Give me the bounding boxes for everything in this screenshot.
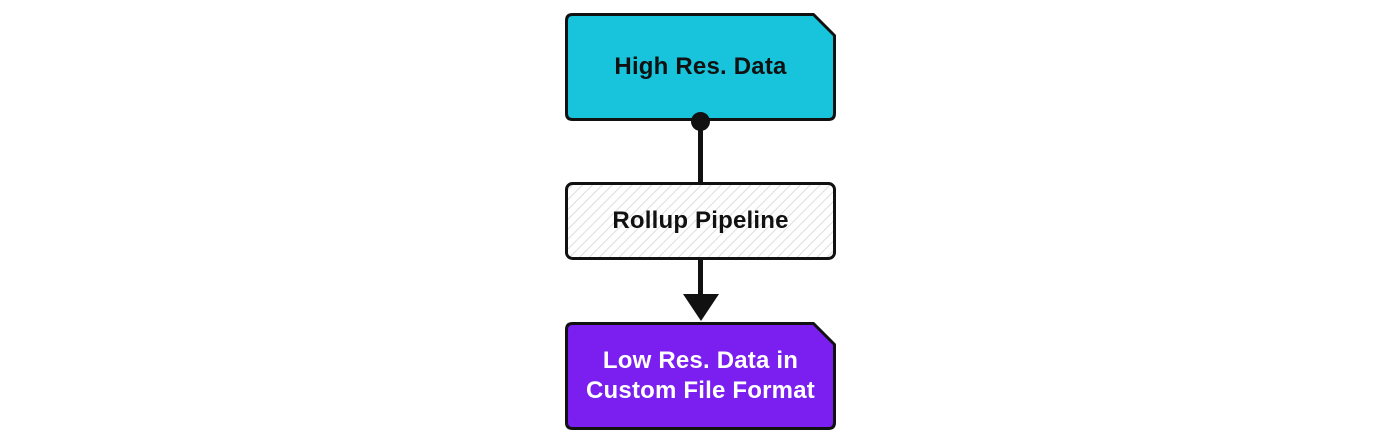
node-shape-clipped-rect [565,322,836,430]
node-high-res-data: High Res. Data [565,13,836,121]
edge-start-dot [691,112,710,131]
node-label-low-res-data: Low Res. Data in Custom File Format [586,347,815,404]
node-label-high-res-data: High Res. Data [614,53,787,80]
node-low-res-data: Low Res. Data in Custom File Format [565,322,836,430]
node-shape-hatched-rect [565,182,836,260]
node-rollup-pipeline: Rollup Pipeline [565,182,836,260]
node-label-rollup-pipeline: Rollup Pipeline [612,207,789,234]
arrowhead-down-icon [683,294,719,321]
edge-high-res-to-rollup [698,118,703,184]
node-shape-clipped-rect [565,13,836,121]
edge-rollup-to-low-res [698,259,703,298]
